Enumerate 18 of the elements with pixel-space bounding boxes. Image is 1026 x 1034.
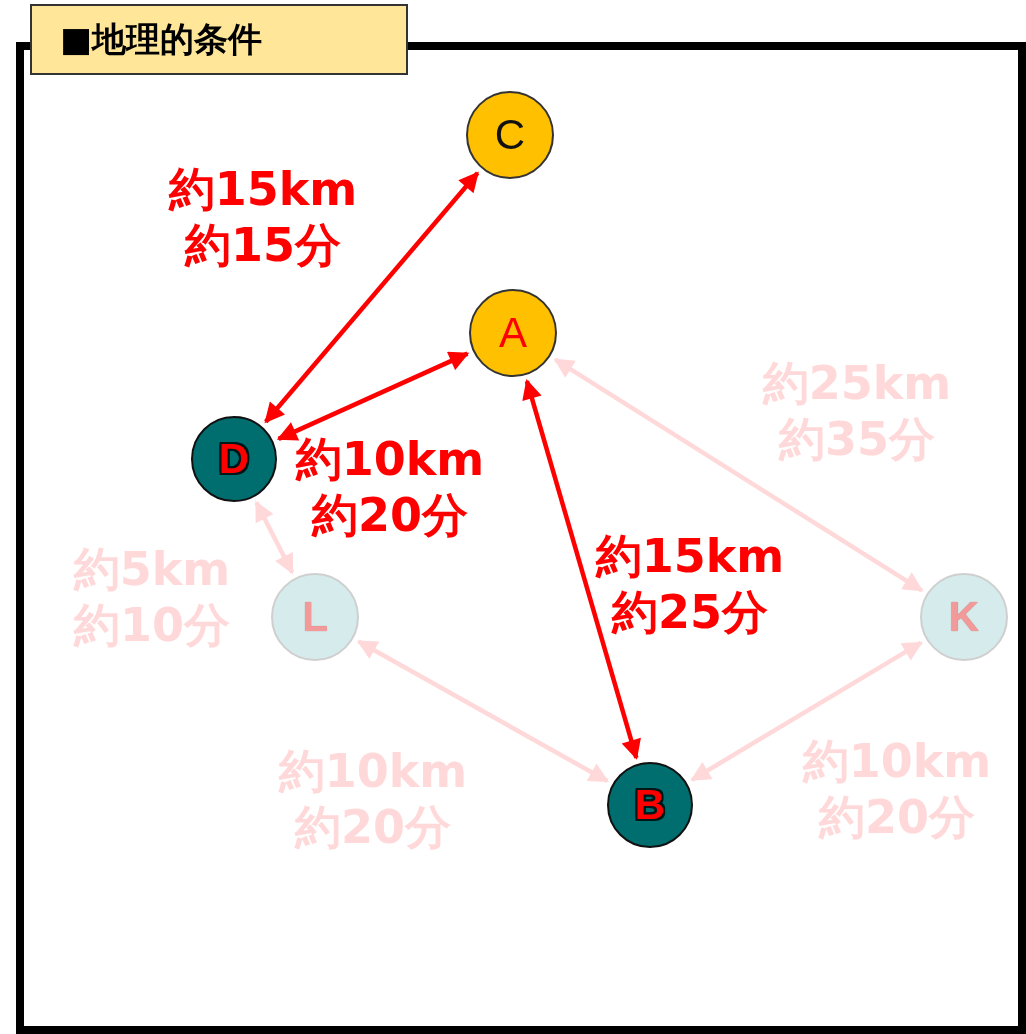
double-arrow xyxy=(276,351,470,441)
double-arrow xyxy=(522,379,641,760)
double-arrow xyxy=(356,639,609,783)
double-arrow xyxy=(553,357,924,593)
node-label: K xyxy=(948,593,980,641)
node-label: L xyxy=(302,593,328,641)
double-arrow xyxy=(690,640,923,782)
node-label: B xyxy=(634,781,666,829)
edge-label: 約10km約20分 xyxy=(294,431,486,544)
edge-label: 約15km約15分 xyxy=(167,161,359,274)
edge-label: 約15km約25分 xyxy=(594,528,786,641)
double-arrow xyxy=(264,171,480,424)
circle-node xyxy=(191,416,277,502)
double-arrow xyxy=(254,500,295,575)
node-label: A xyxy=(499,309,527,357)
node-label: C xyxy=(494,111,526,159)
title-tab: ■地理的条件 xyxy=(30,4,408,75)
node-label: D xyxy=(218,435,250,483)
